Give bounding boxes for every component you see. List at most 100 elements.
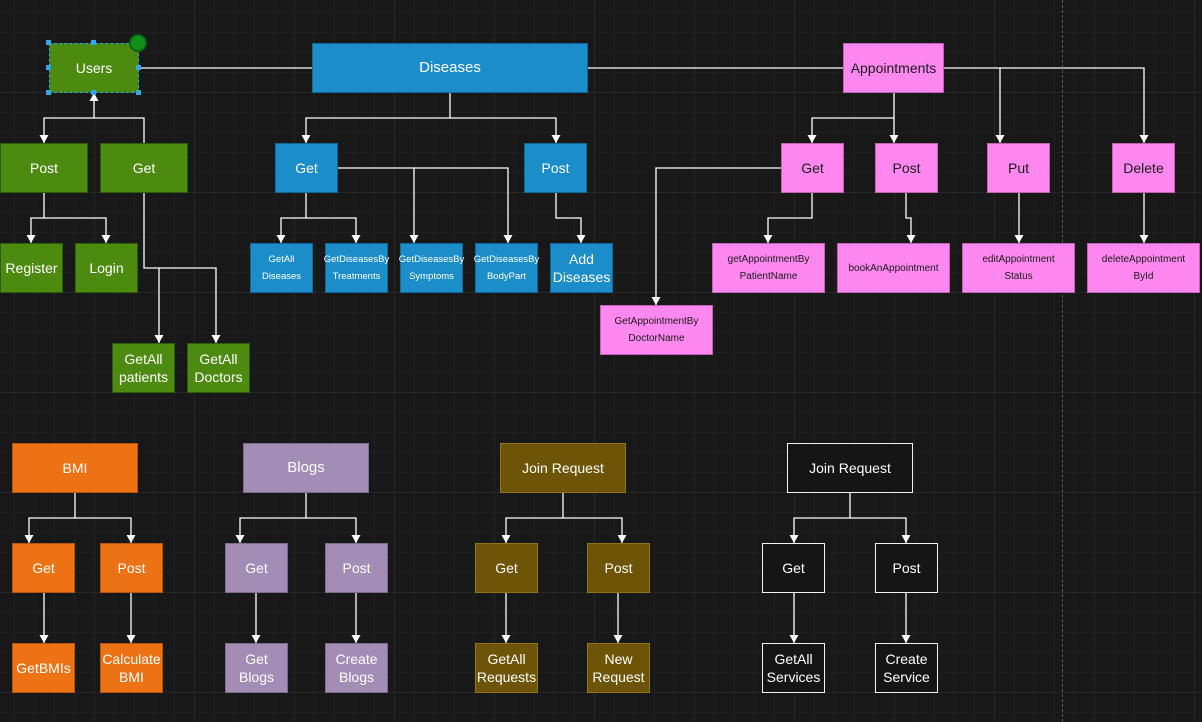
join-request-2-create-node[interactable]: Create Service [875, 643, 938, 693]
connector-arrow-icon [154, 335, 164, 343]
appointments-get-node[interactable]: Get [781, 143, 844, 193]
bmi-get-bmis-node[interactable]: GetBMIs [12, 643, 75, 693]
connector-line [75, 517, 132, 543]
resize-handle[interactable] [91, 40, 96, 45]
connector-arrow-icon [39, 135, 49, 143]
connector-line [30, 193, 45, 243]
connector-arrow-icon [503, 235, 513, 243]
appointments-by-patient-node[interactable]: getAppointmentBy PatientName [712, 243, 825, 293]
connector-line [143, 193, 160, 343]
connector-line [280, 193, 307, 243]
connector-arrow-icon [906, 235, 916, 243]
resize-handle[interactable] [46, 65, 51, 70]
resize-handle[interactable] [91, 90, 96, 95]
appointments-edit-status-node[interactable]: editAppointment Status [962, 243, 1075, 293]
resize-handle[interactable] [136, 90, 141, 95]
diseases-node[interactable]: Diseases [312, 43, 588, 93]
connector-arrow-icon [651, 297, 661, 305]
diseases-get-node[interactable]: Get [275, 143, 338, 193]
users-post-node[interactable]: Post [0, 143, 88, 193]
users-node[interactable]: Users [49, 43, 139, 93]
bmi-post-node[interactable]: Post [100, 543, 163, 593]
blogs-node[interactable]: Blogs [243, 443, 369, 493]
connector-arrow-icon [789, 535, 799, 543]
connector-line [43, 117, 94, 143]
connector-line [93, 93, 145, 143]
bmi-node[interactable]: BMI [12, 443, 138, 493]
resize-handle[interactable] [46, 90, 51, 95]
connector-arrow-icon [1139, 135, 1149, 143]
diseases-by-bodypart-node[interactable]: GetDiseasesBy BodyPart [474, 243, 539, 293]
resize-handle[interactable] [136, 65, 141, 70]
diseases-getall-node[interactable]: GetAll Diseases [250, 243, 313, 293]
diseases-add-node[interactable]: Add Diseases [550, 243, 613, 293]
diseases-post-node[interactable]: Post [524, 143, 587, 193]
join-request-1-get-node[interactable]: Get [475, 543, 538, 593]
join-request-2-node[interactable]: Join Request [787, 443, 913, 493]
users-register-node[interactable]: Register [0, 243, 63, 293]
page-guide-line [1062, 0, 1063, 722]
join-request-2-getall-node[interactable]: GetAll Services [762, 643, 825, 693]
bmi-get-node[interactable]: Get [12, 543, 75, 593]
blogs-create-node[interactable]: Create Blogs [325, 643, 388, 693]
blogs-get-node[interactable]: Get [225, 543, 288, 593]
connector-line [306, 517, 357, 543]
connector-arrow-icon [807, 135, 817, 143]
users-getall-doctors-node[interactable]: GetAll Doctors [187, 343, 250, 393]
appointments-put-node[interactable]: Put [987, 143, 1050, 193]
connector-arrow-icon [26, 235, 36, 243]
blogs-post-node[interactable]: Post [325, 543, 388, 593]
connector-arrow-icon [789, 635, 799, 643]
join-request-1-new-node[interactable]: New Request [587, 643, 650, 693]
diseases-by-treatments-node[interactable]: GetDiseasesBy Treatments [324, 243, 389, 293]
diseases-by-symptoms-node[interactable]: GetDiseasesBy Symptoms [399, 243, 464, 293]
appointments-book-node[interactable]: bookAnAppointment [837, 243, 950, 293]
appointments-by-doctor-node[interactable]: GetAppointmentBy DoctorName [600, 305, 713, 355]
join-request-1-getall-node[interactable]: GetAll Requests [475, 643, 538, 693]
users-getall-patients-node[interactable]: GetAll patients [112, 343, 175, 393]
connector-line [28, 493, 76, 543]
bmi-calculate-node[interactable]: Calculate BMI [100, 643, 163, 693]
join-request-2-post-node[interactable]: Post [875, 543, 938, 593]
connector-line [555, 193, 582, 243]
connector-line [505, 493, 564, 543]
appointments-post-node[interactable]: Post [875, 143, 938, 193]
blogs-get-blogs-node[interactable]: Get Blogs [225, 643, 288, 693]
connector-line [767, 193, 813, 243]
join-request-2-get-node[interactable]: Get [762, 543, 825, 593]
connector-line [305, 93, 451, 143]
users-login-node[interactable]: Login [75, 243, 138, 293]
connector-arrow-icon [576, 235, 586, 243]
connector-arrow-icon [617, 535, 627, 543]
appointments-delete-node[interactable]: Delete [1112, 143, 1175, 193]
resize-handle[interactable] [46, 40, 51, 45]
appointments-delete-by-id-node[interactable]: deleteAppointment ById [1087, 243, 1200, 293]
join-request-1-node[interactable]: Join Request [500, 443, 626, 493]
connector-arrow-icon [901, 635, 911, 643]
connector-arrow-icon [901, 535, 911, 543]
connector-arrow-icon [126, 535, 136, 543]
connector-line [414, 167, 509, 243]
connector-arrow-icon [889, 135, 899, 143]
connector-arrow-icon [501, 635, 511, 643]
rotate-handle-icon[interactable] [129, 34, 147, 52]
connector-arrow-icon [89, 93, 99, 101]
connector-arrow-icon [126, 635, 136, 643]
connector-line [811, 93, 895, 143]
connector-line [239, 493, 307, 543]
connector-arrow-icon [235, 535, 245, 543]
connector-arrow-icon [501, 535, 511, 543]
connector-line [850, 517, 907, 543]
appointments-node[interactable]: Appointments [843, 43, 944, 93]
connector-line [655, 167, 781, 305]
users-get-node[interactable]: Get [100, 143, 188, 193]
connector-line [159, 267, 217, 343]
connector-arrow-icon [351, 235, 361, 243]
connector-line [944, 67, 1001, 143]
connector-arrow-icon [351, 635, 361, 643]
join-request-1-post-node[interactable]: Post [587, 543, 650, 593]
connector-line [793, 493, 851, 543]
connector-arrow-icon [101, 235, 111, 243]
connector-arrow-icon [763, 235, 773, 243]
